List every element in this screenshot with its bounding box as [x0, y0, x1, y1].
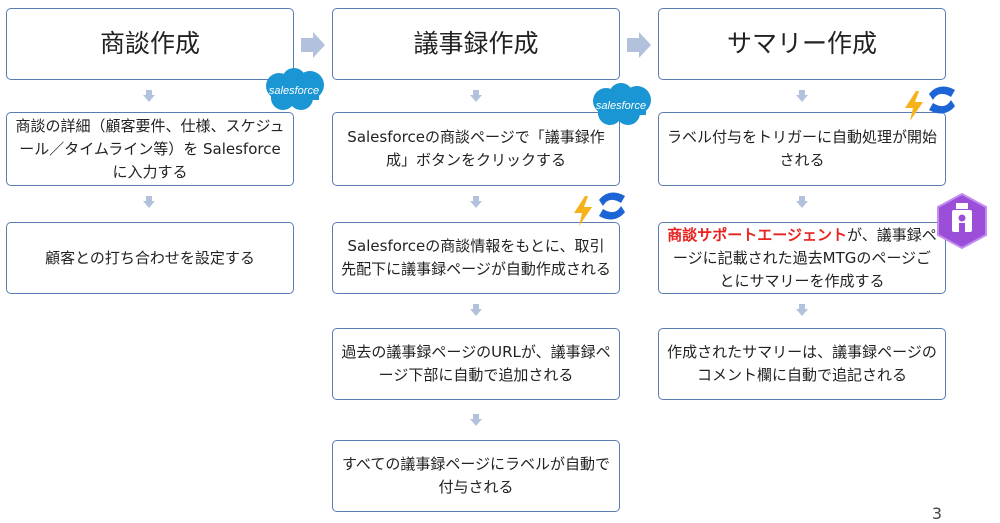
down-arrow-icon: [796, 196, 808, 208]
step-label: ラベル付与をトリガーに自動処理が開始される: [667, 128, 938, 169]
agent-badge-icon: [937, 192, 987, 250]
step-label: 過去の議事録ページのURLが、議事録ページ下部に自動で追加される: [341, 343, 611, 384]
step-label: 作成されたサマリーは、議事録ページのコメント欄に自動で追記される: [667, 343, 937, 384]
page-number: 3: [931, 504, 943, 523]
step-trigger-process: ラベル付与をトリガーに自動処理が開始される: [658, 112, 946, 186]
header-label: 議事録作成: [413, 29, 539, 58]
down-arrow-icon: [470, 90, 482, 102]
step-auto-label: すべての議事録ページにラベルが自動で付与される: [332, 440, 620, 512]
down-arrow-icon: [143, 196, 155, 208]
right-arrow-icon: [301, 32, 325, 58]
step-append-comment: 作成されたサマリーは、議事録ページのコメント欄に自動で追記される: [658, 328, 946, 400]
header-summary-creation: サマリー作成: [658, 8, 946, 80]
step-label: 顧客との打ち合わせを設定する: [45, 248, 255, 267]
lightning-icon: [905, 91, 923, 121]
lightning-icon: [574, 196, 592, 226]
step-auto-create-page: Salesforceの商談情報をもとに、取引先配下に議事録ページが自動作成される: [332, 222, 620, 294]
step-label: 商談の詳細（顧客要件、仕様、スケジュール／タイムライン等）を Salesforc…: [15, 116, 285, 181]
step-label: すべての議事録ページにラベルが自動で付与される: [341, 455, 611, 496]
salesforce-logo: salesforce: [593, 83, 651, 125]
header-deal-creation: 商談作成: [6, 8, 294, 80]
step-click-button: Salesforceの商談ページで「議事録作成」ボタンをクリックする: [332, 112, 620, 186]
right-arrow-icon: [627, 32, 651, 58]
down-arrow-icon: [470, 196, 482, 208]
down-arrow-icon: [796, 90, 808, 102]
step-add-past-urls: 過去の議事録ページのURLが、議事録ページ下部に自動で追加される: [332, 328, 620, 400]
step-label: Salesforceの商談ページで「議事録作成」ボタンをクリックする: [347, 128, 605, 169]
confluence-icon: [929, 86, 955, 114]
step-schedule-meeting: 顧客との打ち合わせを設定する: [6, 222, 294, 294]
salesforce-logo: salesforce: [266, 68, 324, 110]
salesforce-wordmark: salesforce: [596, 100, 646, 112]
down-arrow-icon: [470, 304, 482, 316]
agent-name: 商談サポートエージェント: [667, 225, 847, 244]
salesforce-wordmark: salesforce: [269, 85, 319, 97]
down-arrow-icon: [470, 414, 482, 426]
header-label: サマリー作成: [726, 29, 877, 58]
header-label: 商談作成: [99, 29, 200, 58]
step-agent-summary: 商談サポートエージェントが、議事録ページに記載された過去MTGのページごとにサマ…: [658, 222, 946, 294]
step-label: Salesforceの商談情報をもとに、取引先配下に議事録ページが自動作成される: [341, 237, 611, 278]
down-arrow-icon: [796, 304, 808, 316]
confluence-icon: [599, 192, 625, 220]
step-rest: が、議事録ページに記載された過去MTGのページごとにサマリーを作成する: [672, 225, 937, 290]
header-minutes-creation: 議事録作成: [332, 8, 620, 80]
down-arrow-icon: [143, 90, 155, 102]
step-label: 商談サポートエージェントが、議事録ページに記載された過去MTGのページごとにサマ…: [667, 224, 937, 293]
step-deal-details: 商談の詳細（顧客要件、仕様、スケジュール／タイムライン等）を Salesforc…: [6, 112, 294, 186]
